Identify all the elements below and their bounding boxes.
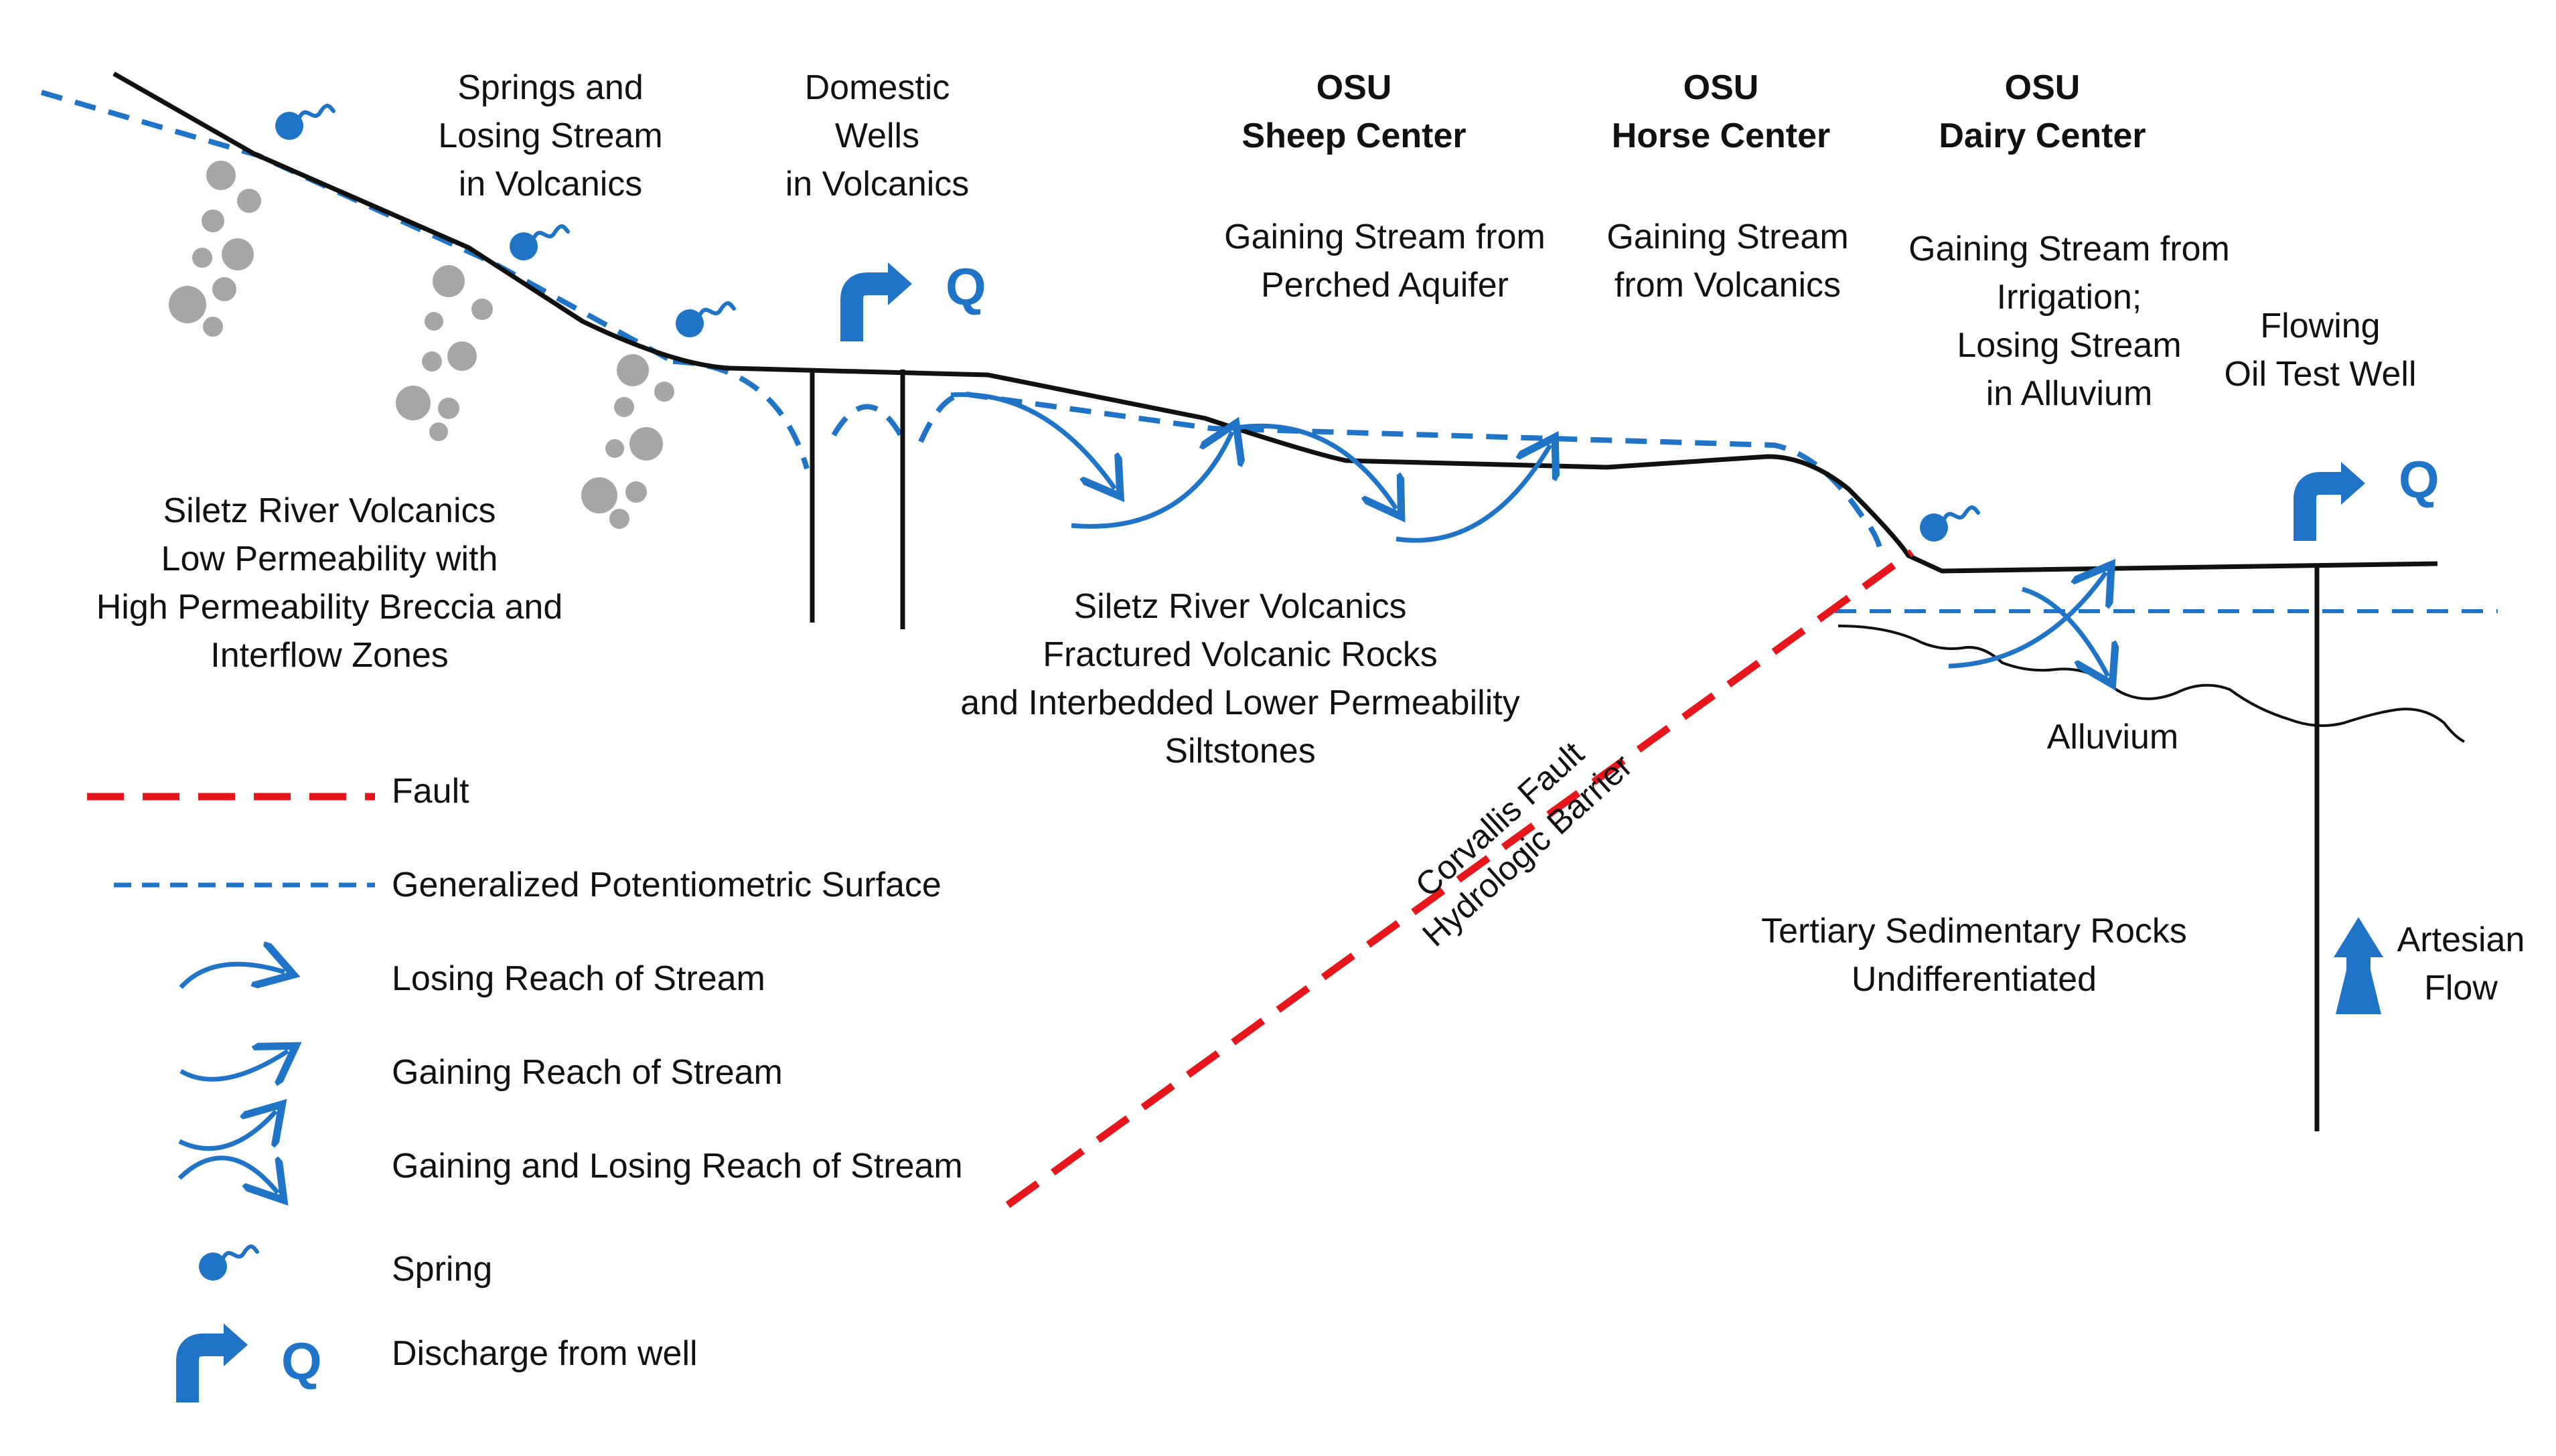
q-letter-domestic: Q: [946, 257, 986, 316]
legend-fault-label: Fault: [392, 772, 469, 811]
breccia-zones: [169, 161, 674, 529]
legend-spring-symbol: [199, 1246, 257, 1281]
label-alluvium: Alluvium: [2046, 718, 2179, 756]
legend-potentiometric-label: Generalized Potentiometric Surface: [392, 866, 942, 904]
legend-gaining-arrow: [179, 1051, 288, 1079]
alluvium-base: [1837, 625, 2465, 743]
legend-symbols: [87, 793, 375, 1402]
ground-surface: [112, 71, 2438, 574]
wells: [810, 370, 2320, 1131]
legend-gaining-losing-label: Gaining and Losing Reach of Stream: [392, 1147, 963, 1186]
legend-gaining-losing-arrow: [177, 1111, 278, 1193]
legend-gaining-label: Gaining Reach of Stream: [392, 1053, 783, 1092]
stream-reach-arrows: [950, 392, 2108, 676]
legend-losing-arrow: [179, 964, 285, 987]
legend-spring-label: Spring: [392, 1250, 493, 1289]
q-letter-flowing: Q: [2399, 450, 2439, 509]
q-letter-legend: Q: [281, 1331, 322, 1390]
corvallis-fault: [1005, 549, 1914, 1208]
legend-losing-label: Losing Reach of Stream: [392, 959, 765, 998]
artesian-arrow-head: [2334, 917, 2383, 957]
artesian-arrow-shaft: [2346, 954, 2371, 1014]
legend-discharge-label: Discharge from well: [392, 1334, 698, 1373]
legend-discharge-symbol: [187, 1323, 248, 1402]
